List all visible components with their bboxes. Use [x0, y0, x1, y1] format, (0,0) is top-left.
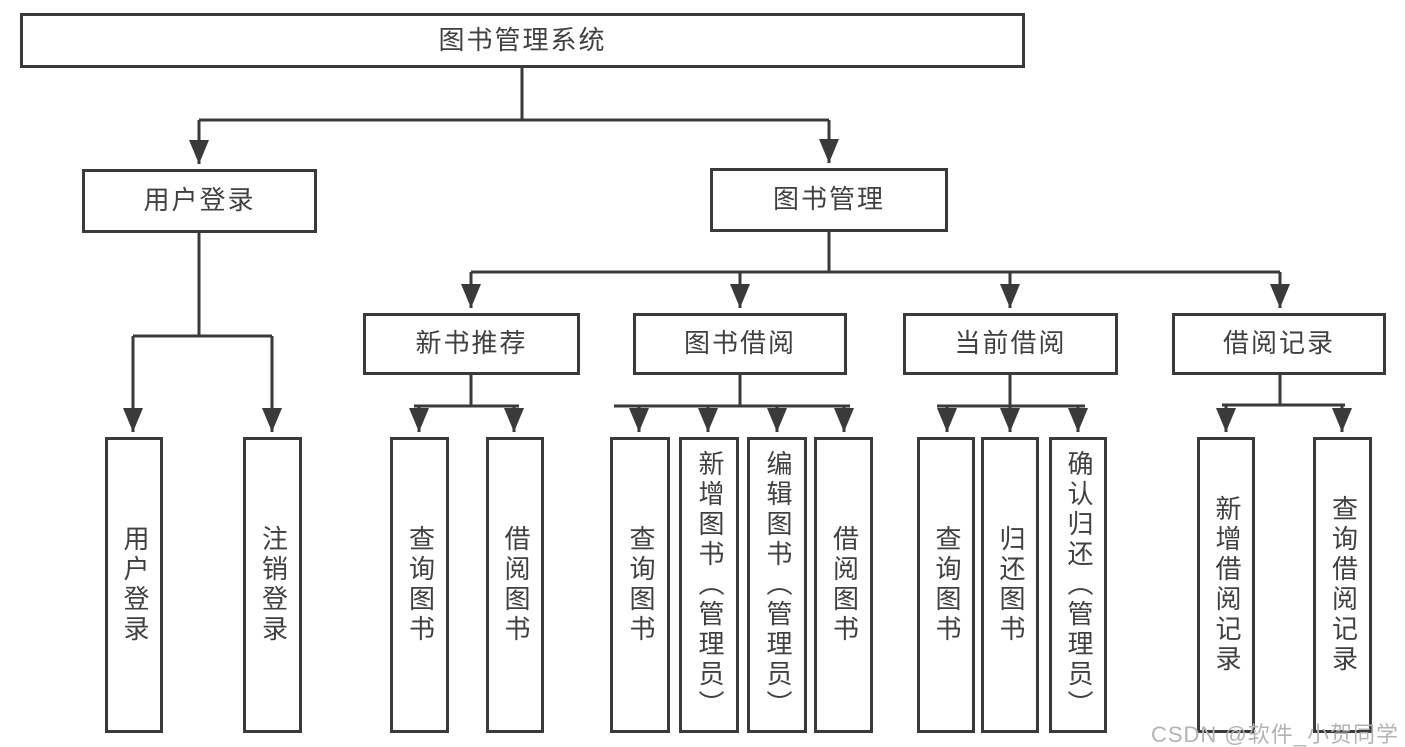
leaf-add-borrow-record-label: 新增借阅记录 — [1211, 495, 1242, 675]
leaf-edit-books-admin-label: 编辑图书（管理员） — [762, 450, 793, 720]
leaf-user-login-label: 用户登录 — [119, 525, 150, 645]
leaf-query-books-current: 查询图书 — [917, 437, 975, 733]
leaf-borrow-books: 借阅图书 — [814, 437, 873, 733]
leaf-query-books-current-label: 查询图书 — [931, 525, 962, 645]
leaf-query-borrow-record: 查询借阅记录 — [1313, 437, 1372, 733]
node-new-book-recommend-label: 新书推荐 — [415, 328, 528, 359]
leaf-return-books: 归还图书 — [981, 437, 1039, 733]
node-user-login-label: 用户登录 — [143, 185, 256, 216]
leaf-logout-label: 注销登录 — [258, 525, 289, 645]
node-current-borrowing: 当前借阅 — [903, 313, 1118, 375]
leaf-query-books-newbook-label: 查询图书 — [405, 525, 436, 645]
node-user-login: 用户登录 — [82, 169, 317, 233]
csdn-watermark: CSDN @软件_小贺同学 — [1150, 722, 1399, 747]
leaf-query-borrow-record-label: 查询借阅记录 — [1328, 495, 1359, 675]
leaf-confirm-return-admin: 确认归还（管理员） — [1049, 437, 1107, 733]
node-library-system-label: 图书管理系统 — [438, 24, 607, 55]
leaf-borrow-books-label: 借阅图书 — [829, 525, 860, 645]
leaf-query-books-borrow: 查询图书 — [610, 437, 670, 733]
leaf-edit-books-admin: 编辑图书（管理员） — [747, 437, 807, 733]
node-new-book-recommend: 新书推荐 — [363, 313, 580, 375]
leaf-user-login: 用户登录 — [105, 437, 163, 733]
leaf-query-books-borrow-label: 查询图书 — [625, 525, 656, 645]
leaf-logout: 注销登录 — [243, 437, 302, 733]
leaf-borrow-books-newbook-label: 借阅图书 — [500, 525, 531, 645]
node-book-management-label: 图书管理 — [772, 184, 885, 215]
leaf-add-borrow-record: 新增借阅记录 — [1197, 437, 1255, 733]
leaf-query-books-newbook: 查询图书 — [390, 437, 449, 733]
node-library-system: 图书管理系统 — [20, 13, 1025, 68]
leaf-add-books-admin-label: 新增图书（管理员） — [694, 450, 725, 720]
node-book-borrowing-label: 图书借阅 — [683, 328, 796, 359]
node-book-borrowing: 图书借阅 — [633, 313, 847, 375]
leaf-add-books-admin: 新增图书（管理员） — [679, 437, 739, 733]
node-borrow-records-label: 借阅记录 — [1222, 328, 1335, 359]
node-book-management: 图书管理 — [710, 168, 948, 232]
leaf-return-books-label: 归还图书 — [995, 525, 1026, 645]
node-borrow-records: 借阅记录 — [1172, 313, 1386, 375]
node-current-borrowing-label: 当前借阅 — [954, 328, 1067, 359]
leaf-confirm-return-admin-label: 确认归还（管理员） — [1063, 450, 1094, 720]
leaf-borrow-books-newbook: 借阅图书 — [486, 437, 544, 733]
